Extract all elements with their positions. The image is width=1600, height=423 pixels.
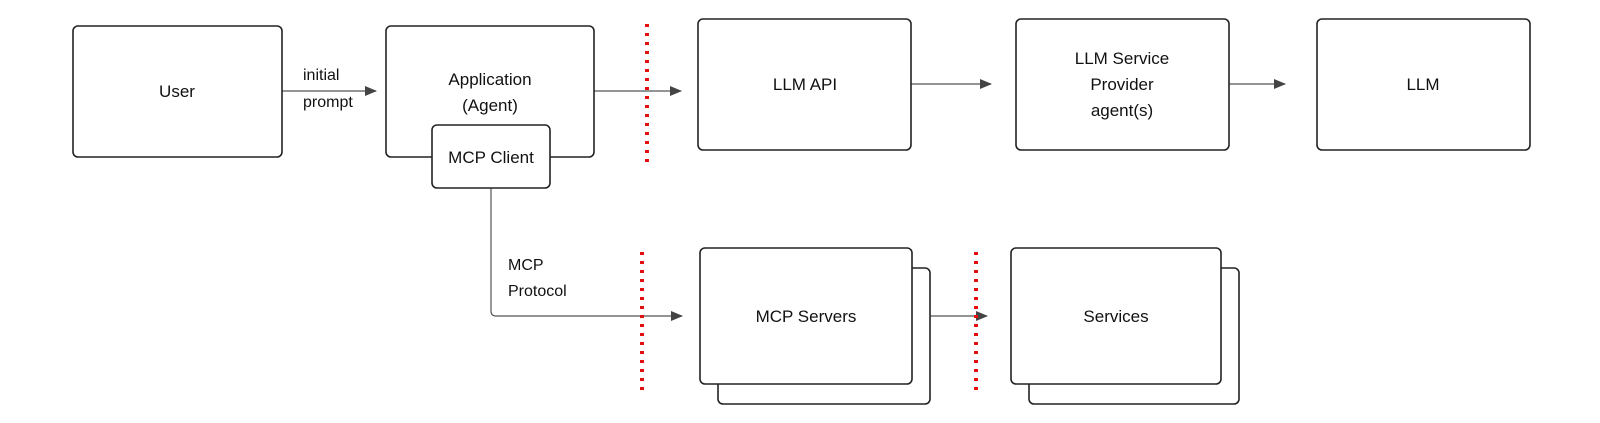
services-front-card bbox=[1010, 247, 1222, 385]
provider-label-line1: LLM Service bbox=[1075, 49, 1169, 68]
edge-label-mcp: MCP bbox=[508, 257, 544, 274]
application-label: Application bbox=[448, 70, 531, 89]
llm-api-node: LLM API bbox=[697, 18, 912, 151]
edge-label-protocol: Protocol bbox=[508, 283, 567, 300]
mcp-client-label: MCP Client bbox=[448, 148, 534, 167]
provider-label-line3: agent(s) bbox=[1091, 101, 1153, 120]
provider-label-line2: Provider bbox=[1090, 75, 1154, 94]
llm-service-provider-node: LLM Service Provider agent(s) bbox=[1015, 18, 1230, 151]
services-label: Services bbox=[1083, 307, 1148, 326]
mcp-servers-front-card bbox=[699, 247, 913, 385]
edge-label-prompt: prompt bbox=[303, 94, 353, 111]
llm-label: LLM bbox=[1406, 75, 1439, 94]
application-sublabel: (Agent) bbox=[462, 96, 518, 115]
mcp-servers-label: MCP Servers bbox=[756, 307, 857, 326]
services-node: Services bbox=[1010, 247, 1240, 405]
llm-node: LLM bbox=[1316, 18, 1531, 151]
llm-api-label: LLM API bbox=[773, 75, 837, 94]
mcp-servers-node: MCP Servers bbox=[699, 247, 931, 405]
edge-mcp-client-to-servers bbox=[490, 185, 683, 321]
mcp-client-node: MCP Client bbox=[431, 124, 551, 189]
user-label: User bbox=[159, 82, 195, 101]
user-node: User bbox=[72, 25, 283, 158]
edge-label-initial: initial bbox=[303, 67, 339, 84]
